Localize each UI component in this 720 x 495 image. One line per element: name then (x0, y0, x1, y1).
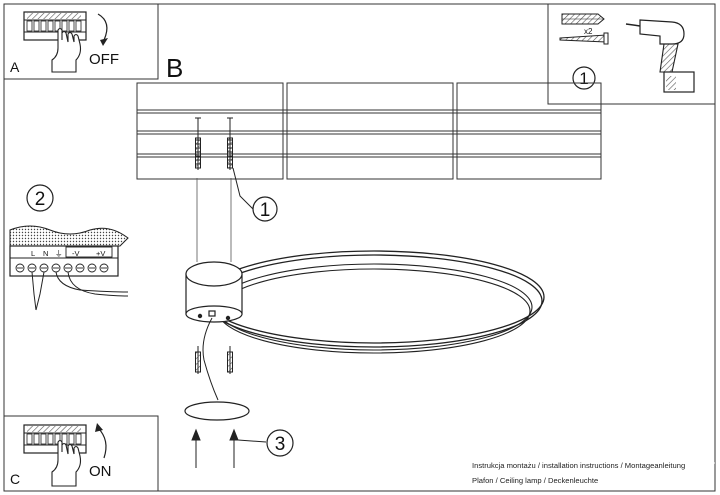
hand-icon (51, 439, 82, 487)
terminal-label: +V (96, 249, 105, 258)
guide-lines (196, 178, 232, 262)
wiring-step-number: 2 (35, 189, 46, 210)
ceiling-boards (136, 82, 602, 180)
wall-anchor-icon (561, 13, 605, 25)
switch-off-arrow-icon (97, 13, 108, 41)
panel-c-letter: C (10, 471, 20, 487)
anchor-quantity: x2 (584, 27, 593, 36)
tools-step-number: 1 (579, 69, 588, 88)
drill-icon (625, 19, 695, 93)
ceiling-screws (195, 117, 233, 170)
terminal-label: L (31, 249, 35, 258)
panel-a-action: OFF (89, 51, 119, 68)
leader-line (232, 167, 255, 211)
panel-b-letter: B (166, 53, 183, 83)
panel-c: C ON (3, 415, 159, 492)
outer-frame (3, 3, 716, 492)
mounting-plate (184, 401, 250, 421)
terminal-label: ⏚ (55, 249, 63, 258)
terminal-block: L N ⏚ -V +V (9, 225, 129, 277)
power-cable (202, 317, 219, 401)
panel-a: A OFF (3, 3, 159, 80)
step-badge (26, 184, 54, 212)
lamp-canopy (185, 261, 243, 323)
terminal-label: N (43, 249, 48, 258)
panel-a-letter: A (10, 59, 20, 75)
mounting-screws (195, 346, 233, 374)
fixing-step-number: 3 (275, 434, 286, 455)
screw-icon (559, 32, 609, 45)
upward-arrows (191, 428, 239, 468)
step-badge (266, 429, 294, 457)
screw-step-number: 1 (260, 200, 271, 221)
panel-tools: x2 1 (547, 3, 716, 105)
hand-icon (51, 27, 82, 73)
footer-subtitle: Plafon / Ceiling lamp / Deckenleuchte (472, 476, 599, 485)
step-badge (252, 196, 278, 222)
terminal-label: -V (72, 249, 80, 258)
supply-wires (31, 271, 129, 311)
leader-line (237, 439, 267, 443)
ring-lamp (203, 250, 545, 354)
panel-c-action: ON (89, 463, 112, 480)
footer-title: Instrukcja montażu / installation instru… (472, 461, 686, 470)
